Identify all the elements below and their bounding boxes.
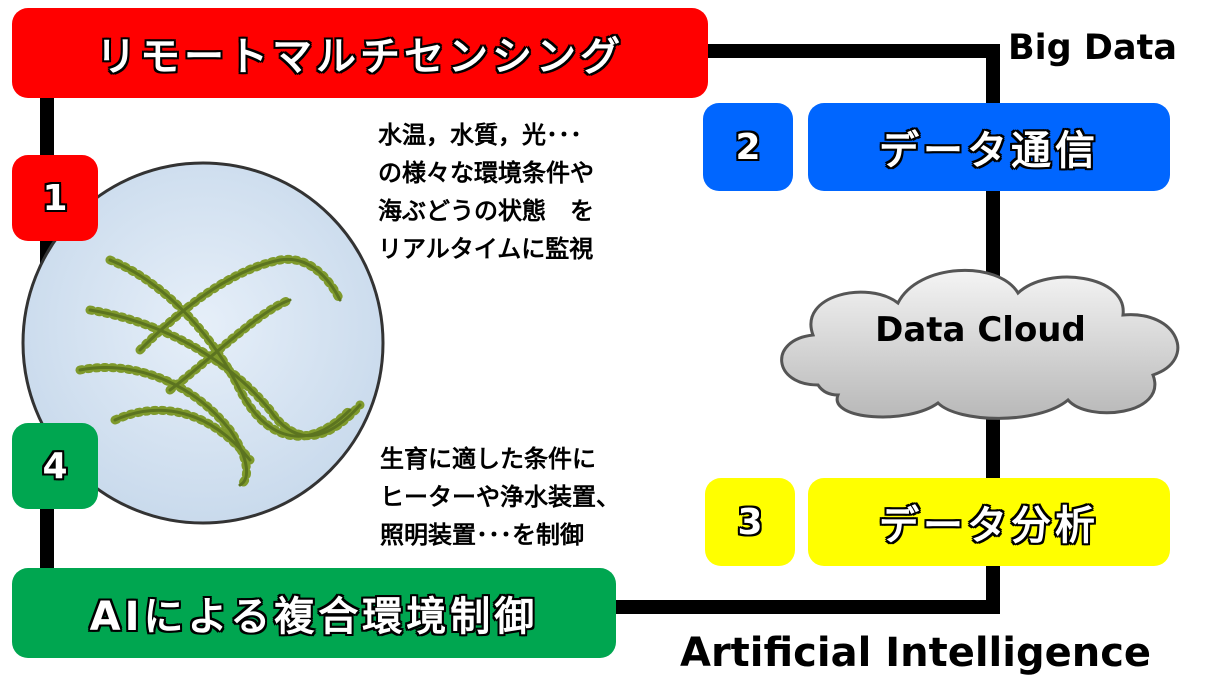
step-4-number: 4 (42, 445, 68, 487)
control-description: 生育に適した条件に ヒーターや浄水装置、 照明装置･･･を制御 (380, 440, 620, 554)
monitoring-line-4: リアルタイムに監視 (378, 235, 594, 263)
big-data-label: Big Data (1008, 28, 1177, 68)
step-2-number: 2 (735, 126, 761, 168)
cloud-icon (780, 268, 1180, 420)
control-title-box: AIによる複合環境制御 (12, 568, 616, 658)
step-3-number: 3 (737, 501, 763, 543)
communication-title: データ通信 (879, 128, 1099, 174)
artificial-intelligence-label: Artificial Intelligence (680, 630, 1152, 676)
connector-bottom (610, 600, 1000, 614)
analysis-title-box: データ分析 (808, 478, 1170, 566)
cloud-label: Data Cloud (875, 310, 1086, 350)
monitoring-line-3: 海ぶどうの状態 を (378, 197, 594, 225)
connector-top (700, 44, 1000, 58)
monitoring-line-2: の様々な環境条件や (378, 159, 594, 187)
step-1-number: 1 (42, 177, 68, 219)
control-line-2: ヒーターや浄水装置、 (380, 483, 620, 511)
step-1-badge: 1 (12, 155, 98, 241)
analysis-title: データ分析 (879, 503, 1099, 549)
control-line-1: 生育に適した条件に (380, 445, 596, 473)
umibudo-illustration (21, 161, 385, 525)
sensing-title-box: リモートマルチセンシング (12, 8, 708, 98)
step-3-badge: 3 (705, 478, 795, 566)
communication-title-box: データ通信 (808, 103, 1170, 191)
control-line-3: 照明装置･･･を制御 (380, 521, 584, 549)
step-4-badge: 4 (12, 423, 98, 509)
monitoring-line-1: 水温，水質，光･･･ (378, 121, 582, 149)
monitoring-description: 水温，水質，光･･･ の様々な環境条件や 海ぶどうの状態 を リアルタイムに監視 (378, 116, 594, 268)
step-2-badge: 2 (703, 103, 793, 191)
sensing-title: リモートマルチセンシング (96, 34, 624, 80)
control-title: AIによる複合環境制御 (89, 594, 539, 640)
